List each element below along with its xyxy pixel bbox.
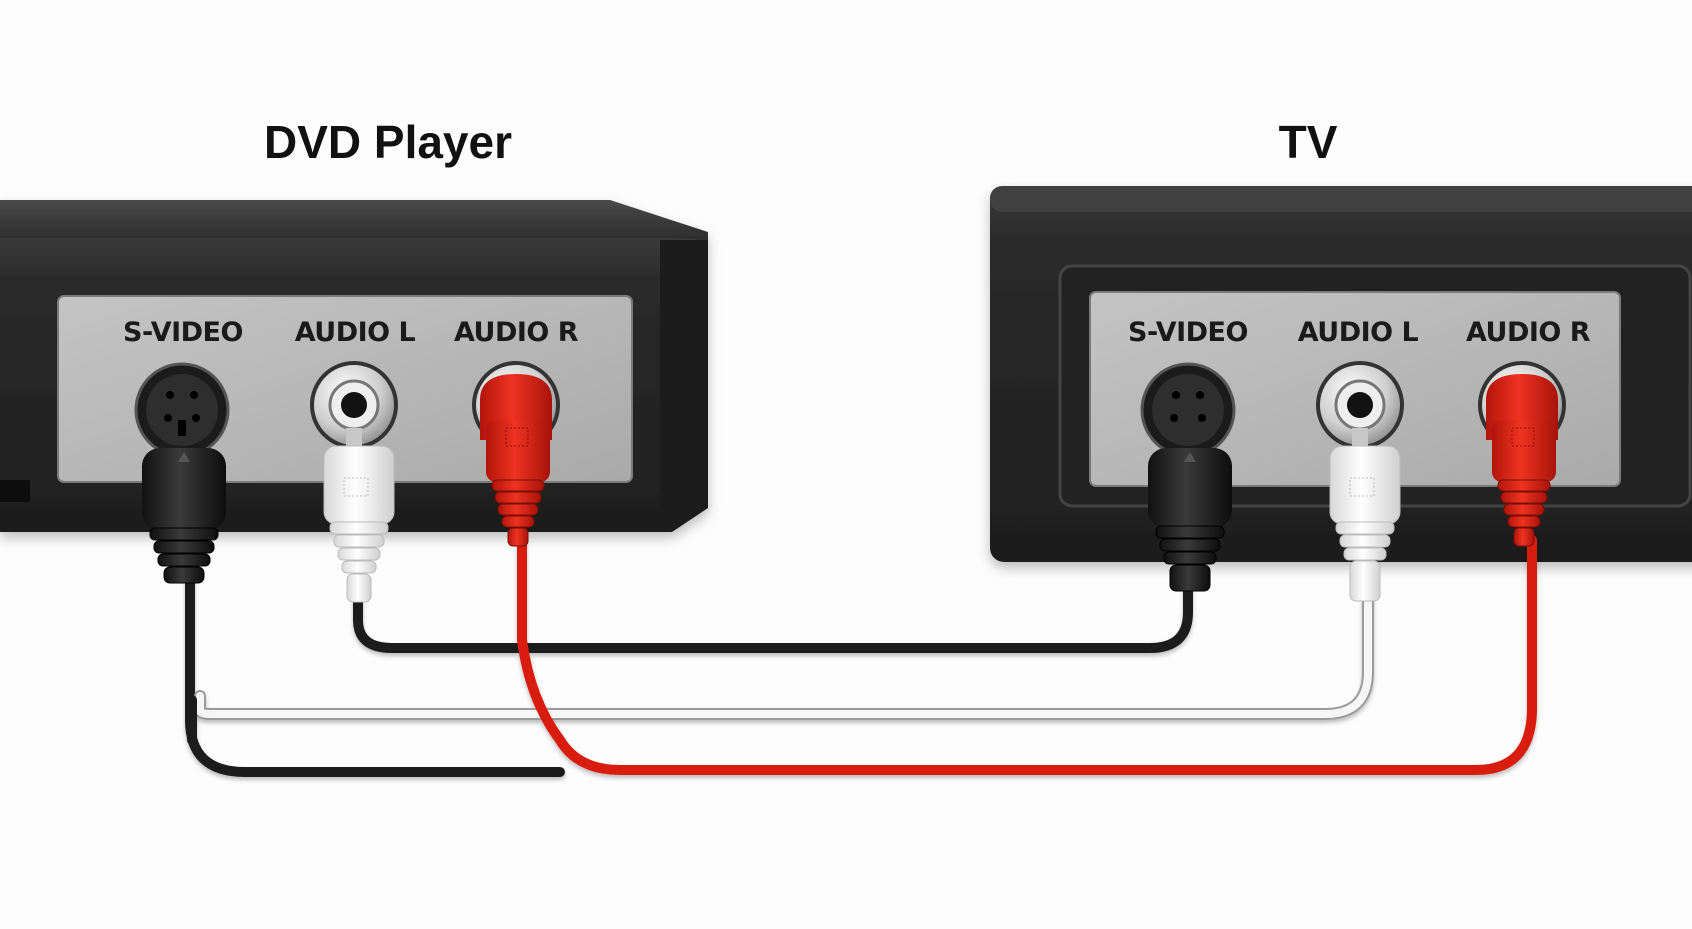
dvd-s-video-jack [134,362,230,458]
tv-port-label-s-video: S-VIDEO [1128,317,1248,348]
dvd-top-face [0,200,708,240]
s-video-cable [185,575,565,777]
cables [185,535,1537,777]
dvd-side-bevel [660,240,708,532]
audio-r-cable [517,535,1537,775]
tv-port-label-audio-r: AUDIO R [1466,317,1591,348]
dvd-audio-l-plug [323,428,395,603]
tv-s-video-plug [1148,448,1232,592]
dvd-s-video-plug [142,448,226,584]
dvd-port-label-audio-l: AUDIO L [295,317,416,348]
dvd-foot-slot [0,480,30,502]
tv-audio-l-plug [1329,428,1401,602]
tv-title: TV [1279,116,1338,168]
dvd-audio-r-plug [480,374,552,547]
dvd-port-label-s-video: S-VIDEO [123,317,243,348]
tv-port-label-audio-l: AUDIO L [1298,317,1419,348]
black-cable-run [353,583,1193,653]
tv-s-video-jack [1140,362,1236,458]
dvd-player-title: DVD Player [264,116,512,168]
dvd-audio-l-jack [310,361,398,449]
tv-audio-r-plug [1486,374,1558,547]
dvd-port-label-audio-r: AUDIO R [454,317,579,348]
tv-audio-l-jack [1316,361,1404,449]
